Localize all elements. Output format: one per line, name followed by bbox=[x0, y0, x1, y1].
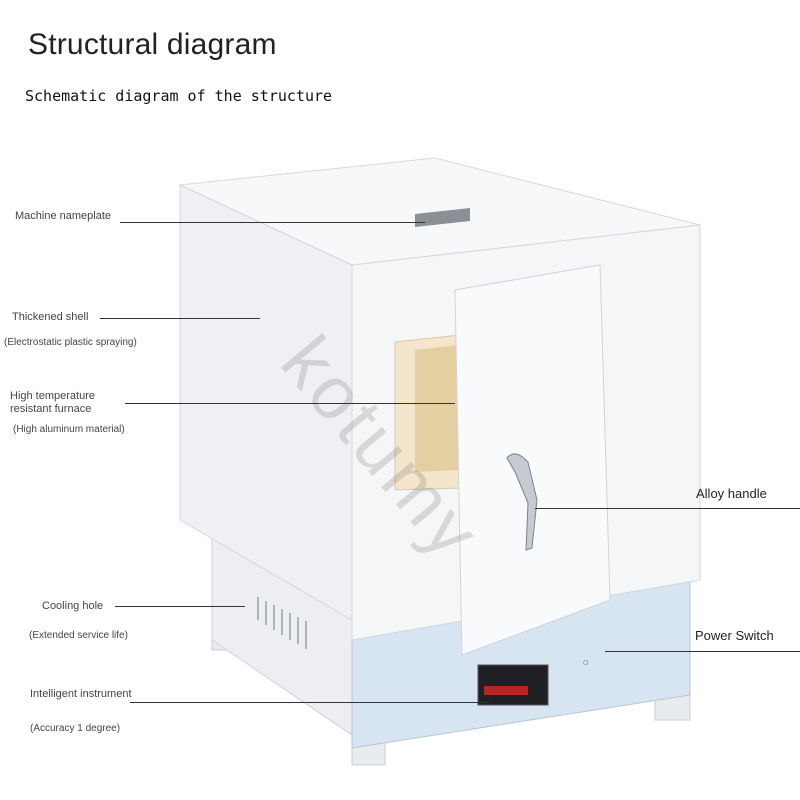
label-furnace-1: High temperature bbox=[10, 390, 95, 402]
label-cooling-note: (Extended service life) bbox=[29, 630, 128, 641]
machine-nameplate bbox=[415, 208, 470, 227]
page-title: Structural diagram bbox=[28, 28, 277, 61]
label-furnace-note: (High aluminum material) bbox=[13, 424, 125, 435]
label-handle: Alloy handle bbox=[696, 486, 767, 501]
label-cooling: Cooling hole bbox=[42, 600, 104, 612]
leader-furnace bbox=[125, 403, 455, 404]
label-shell-note: (Electrostatic plastic spraying) bbox=[4, 337, 137, 348]
leader-instrument bbox=[130, 702, 490, 703]
label-instrument: Intelligent instrument bbox=[30, 688, 132, 700]
leader-handle bbox=[535, 508, 800, 509]
cooling-vents bbox=[257, 597, 307, 649]
label-nameplate: Machine nameplate bbox=[15, 210, 112, 222]
page-subtitle: Schematic diagram of the structure bbox=[25, 87, 333, 105]
label-furnace-2: resistant furnace bbox=[10, 403, 92, 415]
label-instrument-note: (Accuracy 1 degree) bbox=[30, 723, 121, 734]
leader-power bbox=[605, 651, 800, 652]
alloy-handle bbox=[506, 453, 538, 551]
leader-nameplate bbox=[120, 222, 425, 223]
furnace-door bbox=[454, 264, 611, 656]
label-shell: Thickened shell bbox=[12, 311, 89, 323]
svg-text:○: ○ bbox=[583, 659, 588, 666]
leader-cooling bbox=[115, 606, 245, 607]
leader-shell bbox=[100, 318, 260, 319]
label-power: Power Switch bbox=[695, 628, 774, 643]
instrument-display bbox=[477, 664, 549, 706]
